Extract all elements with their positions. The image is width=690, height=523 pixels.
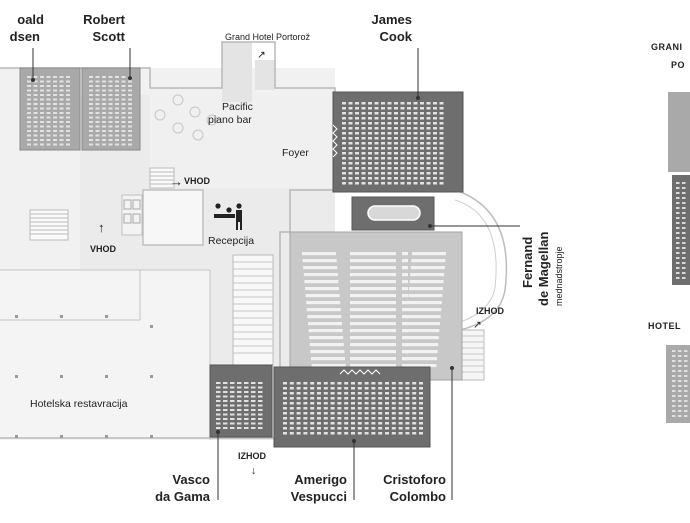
label-scott-1: Robert <box>83 12 126 27</box>
vhod-top-arrow-icon: → <box>170 174 183 189</box>
outer-wall <box>0 41 336 439</box>
label-cook-2: Cook <box>380 29 413 44</box>
label-vhod-left: VHOD <box>90 244 117 254</box>
amundsen-seating <box>27 76 70 146</box>
label-amundsen-2: dsen <box>10 29 40 44</box>
right-building-hotel <box>666 345 690 423</box>
room-amundsen[interactable] <box>19 67 81 151</box>
lift-cell-4 <box>132 213 141 224</box>
lift-shaft <box>121 194 143 236</box>
central-staircase <box>232 254 274 366</box>
leader-lines <box>31 48 520 500</box>
magellan-boardroom-table <box>367 205 421 221</box>
room-cook[interactable] <box>332 91 464 193</box>
lift-cell-3 <box>123 213 132 224</box>
label-amundsen-1: oald <box>17 12 44 27</box>
label-vasco-1: Vasco <box>172 472 210 487</box>
izhod-bottom-arrow-icon: ↓ <box>251 465 256 477</box>
lift-cell-1 <box>123 199 132 210</box>
grand-hotel-corridor <box>222 42 252 102</box>
label-izhod-bottom: IZHOD <box>238 451 266 461</box>
label-izhod-right: IZHOD <box>476 306 504 316</box>
top-staircase <box>149 167 175 189</box>
room-scott[interactable] <box>81 67 141 151</box>
label-cook-1: James <box>372 12 412 27</box>
label-scott-2: Scott <box>93 29 126 44</box>
cook-seating <box>342 102 444 185</box>
label-colombo-2: Colombo <box>390 489 446 504</box>
curved-terrace-outer <box>454 189 508 331</box>
label-vasco-2: da Gama <box>155 489 211 504</box>
right-building-grand <box>668 92 690 285</box>
label-magellan-2: de Magellan <box>536 232 551 306</box>
label-foyer: Foyer <box>282 147 309 159</box>
label-magellan-3: mednadstropje <box>554 246 564 306</box>
room-vasco[interactable] <box>209 364 273 438</box>
label-right-grand-1: GRANI <box>651 42 683 52</box>
grand-hotel-arrow-icon: ↗ <box>257 49 266 61</box>
vespucci-divider <box>339 369 381 375</box>
label-grand-hotel: Grand Hotel Portorož <box>225 32 311 42</box>
restaurant-area <box>0 270 210 440</box>
room-vespucci[interactable] <box>273 366 431 448</box>
lift-cell-2 <box>132 199 141 210</box>
label-magellan-1: Fernand <box>520 237 535 288</box>
label-vhod-top: VHOD <box>184 176 211 186</box>
label-restaurant: Hotelska restavracija <box>30 398 128 410</box>
left-staircase <box>29 209 69 241</box>
reception-icon <box>214 203 242 230</box>
vhod-left-arrow-icon: ↑ <box>98 220 105 235</box>
label-right-grand-2: PO <box>671 60 685 70</box>
room-magellan[interactable] <box>351 196 435 231</box>
label-pacific-1: Pacific <box>222 101 253 113</box>
vasco-seating <box>216 382 263 429</box>
label-recepcija: Recepcija <box>208 235 254 247</box>
restaurant-columns <box>15 315 153 438</box>
right-exit-staircase <box>461 329 485 381</box>
label-vespucci-2: Vespucci <box>291 489 347 504</box>
colombo-seating <box>302 252 446 368</box>
label-vespucci-1: Amerigo <box>294 472 347 487</box>
cook-divider <box>332 124 338 158</box>
piano-bar-tables <box>154 94 218 141</box>
reception-room <box>142 189 204 246</box>
izhod-right-arrow-icon: ↗ <box>473 319 482 331</box>
vespucci-seating <box>283 382 423 435</box>
grand-hotel-link <box>255 60 275 90</box>
label-colombo-1: Cristoforo <box>383 472 446 487</box>
curved-terrace-inner <box>454 199 497 323</box>
label-pacific-2: piano bar <box>208 114 252 126</box>
label-right-hotel: HOTEL <box>648 321 681 331</box>
room-colombo[interactable] <box>289 231 463 381</box>
